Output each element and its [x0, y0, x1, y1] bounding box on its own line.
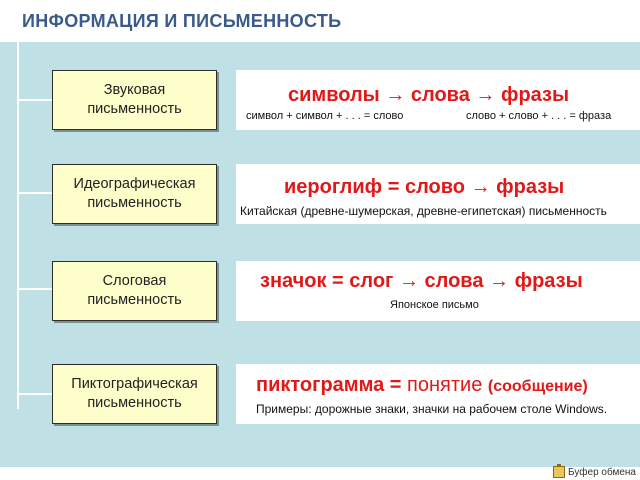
label-box-ideographic: Идеографическая письменность	[52, 164, 217, 224]
desc-box-sound: символы → слова → фразы символ + символ …	[236, 70, 640, 130]
connector-trunk	[17, 42, 19, 409]
label-line: письменность	[87, 395, 182, 411]
label-box-sound: Звуковая письменность	[52, 70, 217, 130]
page-title: ИНФОРМАЦИЯ И ПИСЬМЕННОСТЬ	[22, 11, 342, 31]
formula-term: фразы	[500, 84, 570, 106]
sub-text: символ + символ + . . . = слово	[246, 110, 404, 122]
formula-term: (сообщение)	[487, 378, 588, 395]
label-line: письменность	[87, 195, 182, 211]
label-line: письменность	[87, 101, 182, 117]
clipboard-icon	[553, 464, 566, 478]
sub-text: слово + слово + . . . = фраза	[466, 110, 612, 122]
label-box-syllabic: Слоговая письменность	[52, 261, 217, 321]
label-line: Пиктографическая	[71, 376, 198, 392]
formula-term: фразы	[496, 176, 565, 198]
formula-term: понятие	[407, 374, 483, 396]
label-line: Идеографическая	[73, 176, 196, 192]
sub-text: Японское письмо	[390, 299, 479, 311]
connector-branch-4	[17, 393, 53, 395]
arrow-right-icon: →	[470, 176, 491, 198]
connector-branch-2	[17, 192, 53, 194]
formula-term: символы	[288, 84, 380, 106]
desc-box-ideographic: иероглиф = слово → фразы Китайская (древ…	[236, 164, 640, 224]
formula: пиктограмма = понятие (сообщение)	[256, 374, 588, 397]
label-line: Слоговая	[102, 273, 167, 289]
label-box-pictographic: Пиктографическая письменность	[52, 364, 217, 424]
formula-term: иероглиф = слово	[284, 176, 466, 198]
arrow-right-icon: →	[398, 270, 419, 292]
desc-box-pictographic: пиктограмма = понятие (сообщение) Пример…	[236, 364, 640, 424]
desc-box-syllabic: значок = слог → слова → фразы Японское п…	[236, 261, 640, 321]
arrow-right-icon: →	[489, 270, 510, 292]
formula-term: значок = слог	[260, 270, 394, 292]
formula-term: фразы	[514, 270, 583, 292]
arrow-right-icon: →	[475, 84, 496, 106]
connector-branch-1	[17, 99, 53, 101]
footer-label: Буфер обмена	[568, 466, 636, 478]
footer: Буфер обмена	[553, 464, 636, 478]
arrow-right-icon: →	[385, 84, 406, 106]
label-line: письменность	[87, 292, 182, 308]
formula-term: пиктограмма =	[256, 374, 408, 396]
formula: символы → слова → фразы	[288, 84, 569, 107]
sub-text: Примеры: дорожные знаки, значки на рабоч…	[256, 402, 608, 416]
formula: иероглиф = слово → фразы	[284, 176, 564, 199]
formula: значок = слог → слова → фразы	[260, 270, 583, 293]
formula-term: слова	[410, 84, 470, 106]
label-line: Звуковая	[103, 82, 166, 98]
formula-term: слова	[424, 270, 484, 292]
sub-text: Китайская (древне-шумерская, древне-егип…	[240, 204, 607, 218]
connector-branch-3	[17, 288, 53, 290]
